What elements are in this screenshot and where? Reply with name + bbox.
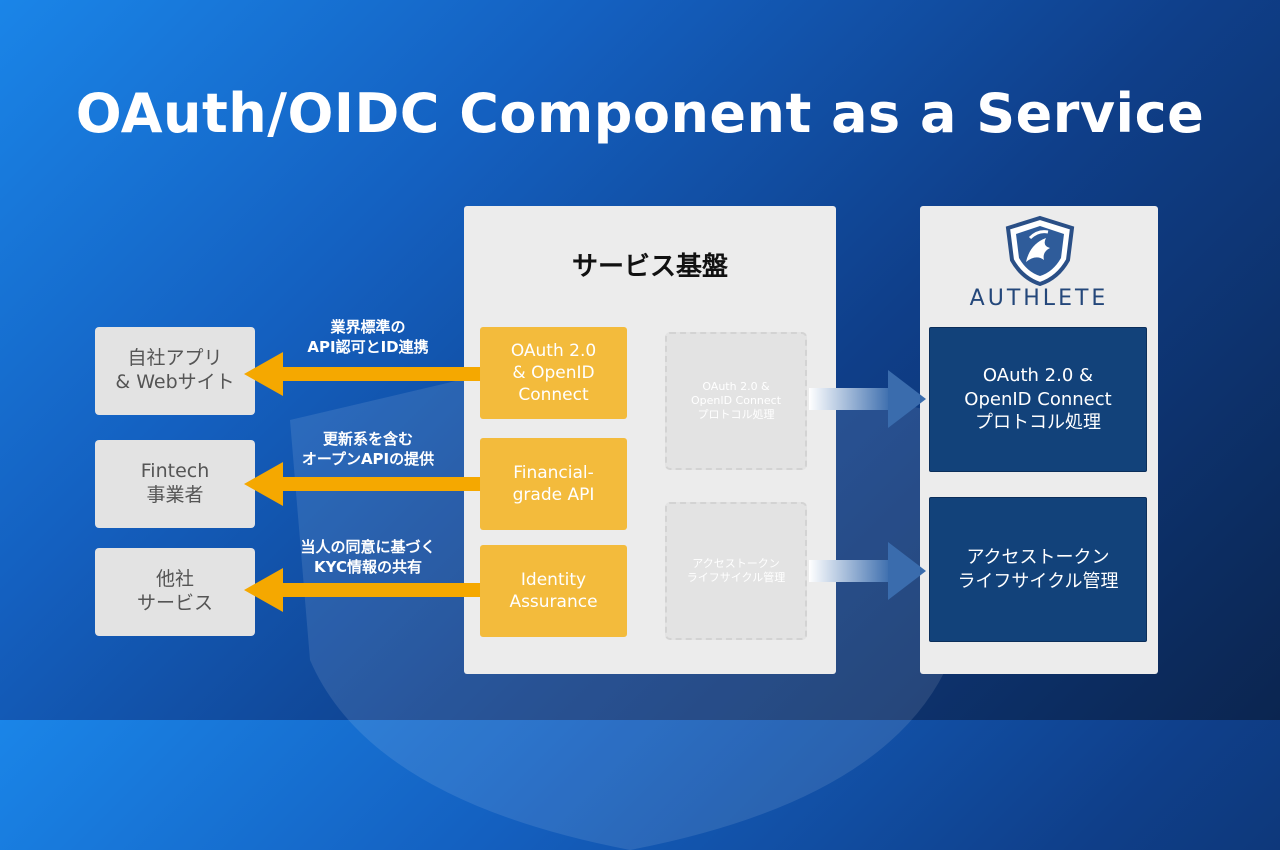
left-box-fintech: Fintech 事業者 xyxy=(95,440,255,528)
feature-oauth-oidc: OAuth 2.0 & OpenID Connect xyxy=(480,327,627,419)
placeholder-protocol-processing: OAuth 2.0 & OpenID Connect プロトコル処理 xyxy=(665,332,807,470)
arrow-label-kyc: 当人の同意に基づく KYC情報の共有 xyxy=(300,538,436,576)
authlete-wordmark: AUTHLETE xyxy=(969,286,1109,311)
left-box-own-apps: 自社アプリ & Webサイト xyxy=(95,327,255,415)
authlete-shield-icon xyxy=(1005,215,1075,286)
feature-fapi: Financial- grade API xyxy=(480,438,627,530)
authlete-protocol-processing: OAuth 2.0 & OpenID Connect プロトコル処理 xyxy=(929,327,1147,472)
placeholder-token-lifecycle: アクセストークン ライフサイクル管理 xyxy=(665,502,807,640)
left-box-other-services: 他社 サービス xyxy=(95,548,255,636)
orange-arrow-1 xyxy=(244,352,480,396)
service-platform-title: サービス基盤 xyxy=(571,252,728,282)
feature-identity-assurance: Identity Assurance xyxy=(480,545,627,637)
arrow-label-open-api: 更新系を含む オープンAPIの提供 xyxy=(301,430,435,468)
arrow-label-standard-api: 業界標準の API認可とID連携 xyxy=(307,318,429,356)
authlete-token-lifecycle: アクセストークン ライフサイクル管理 xyxy=(929,497,1147,642)
page-title: OAuth/OIDC Component as a Service xyxy=(75,82,1205,145)
